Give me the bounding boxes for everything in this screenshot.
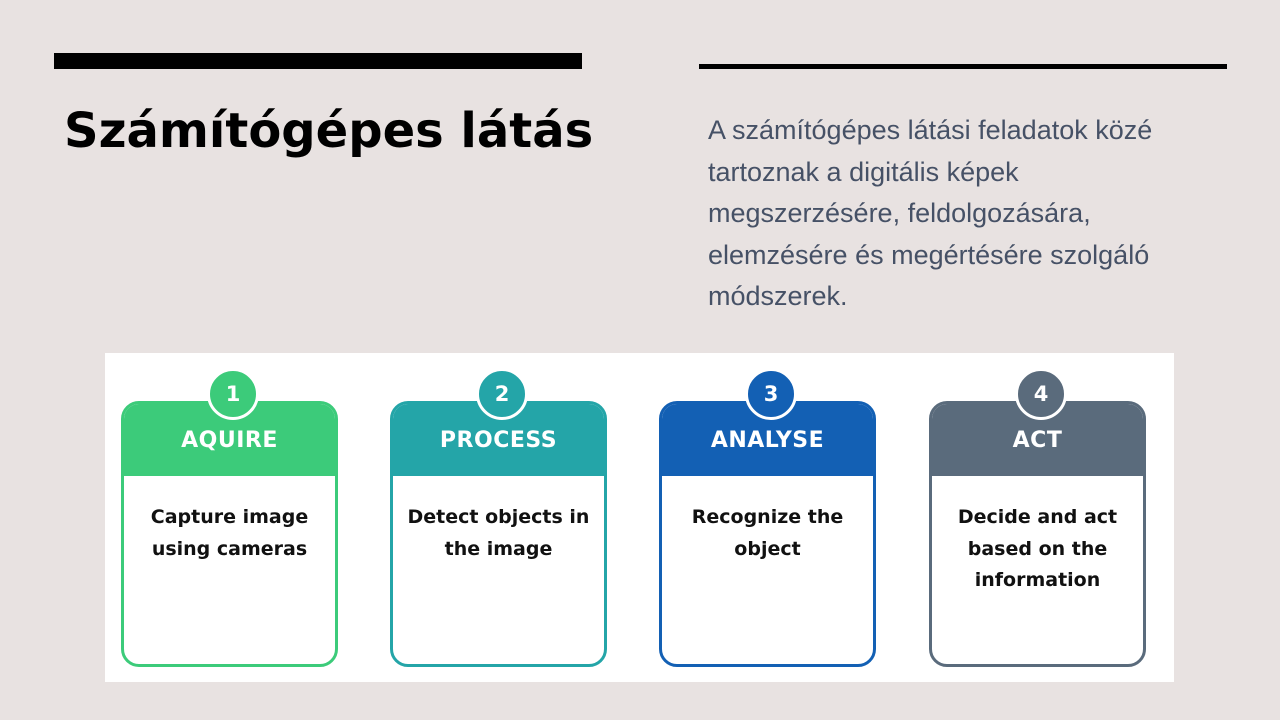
step-card: ANALYSE Recognize the object <box>659 401 876 667</box>
step-description: Capture image using cameras <box>150 506 309 560</box>
step-card: AQUIRE Capture image using cameras <box>121 401 338 667</box>
title-accent-bar <box>54 53 582 69</box>
step-number-badge: 3 <box>745 368 797 420</box>
step-card: PROCESS Detect objects in the image <box>390 401 607 667</box>
step-analyse: ANALYSE Recognize the object 3 <box>659 368 876 667</box>
description-accent-bar <box>699 64 1227 69</box>
step-card: ACT Decide and act based on the informat… <box>929 401 1146 667</box>
process-diagram: AQUIRE Capture image using cameras 1 PRO… <box>105 353 1174 682</box>
step-description: Recognize the object <box>691 506 844 560</box>
slide-title: Számítógépes látás <box>64 103 594 159</box>
step-header: ACT <box>932 404 1143 476</box>
step-number-badge: 1 <box>207 368 259 420</box>
slide-description: A számítógépes látási feladatok közé tar… <box>708 115 1153 311</box>
step-aquire: AQUIRE Capture image using cameras 1 <box>121 368 338 667</box>
step-description: Detect objects in the image <box>407 506 590 560</box>
step-process: PROCESS Detect objects in the image 2 <box>390 368 607 667</box>
step-act: ACT Decide and act based on the informat… <box>929 368 1146 667</box>
step-description: Decide and act based on the information <box>957 506 1118 591</box>
step-number-badge: 2 <box>476 368 528 420</box>
step-header: PROCESS <box>393 404 604 476</box>
step-number-badge: 4 <box>1015 368 1067 420</box>
